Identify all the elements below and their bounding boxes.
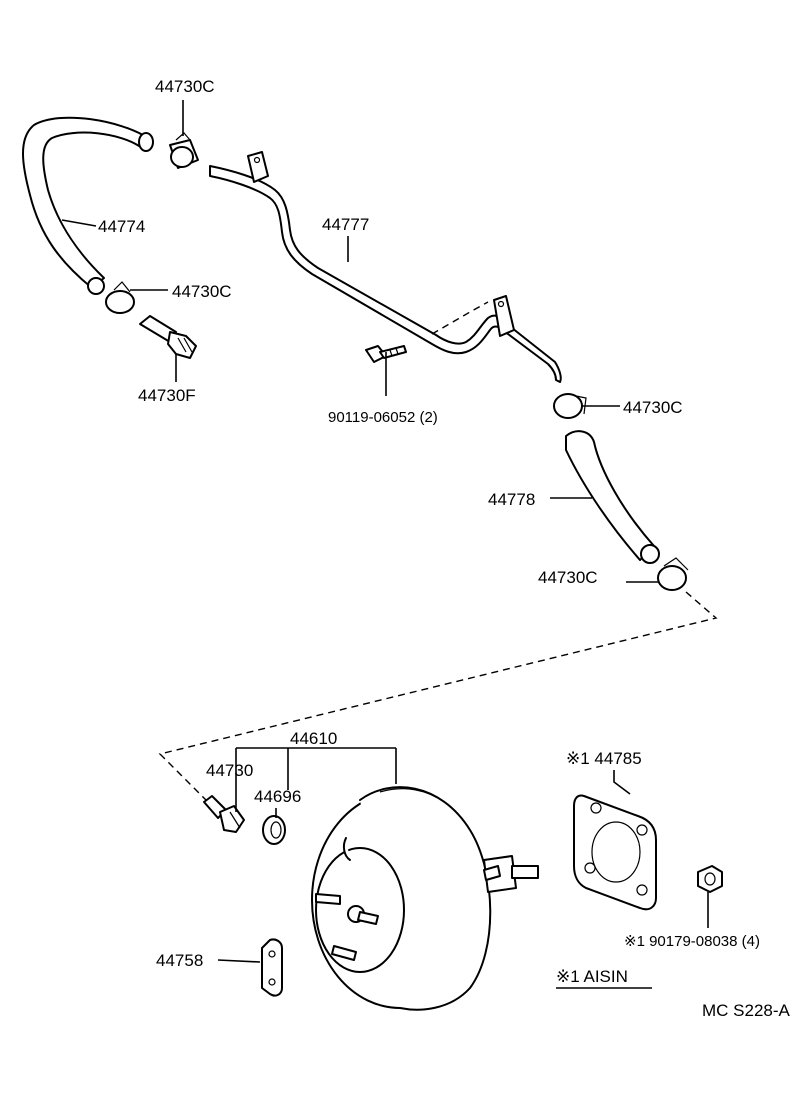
hose-clamp-right-lower	[657, 557, 689, 591]
label-pipe: 44777	[322, 215, 369, 234]
note-aisin: ※1 AISIN	[556, 967, 628, 986]
label-booster-assy: 44610	[290, 729, 337, 748]
label-check-valve: 44730	[206, 761, 253, 780]
label-bracket: 44758	[156, 951, 203, 970]
grommet	[262, 815, 286, 845]
check-valve	[203, 795, 245, 833]
nut	[697, 865, 723, 893]
label-clamp-right-upper: 44730C	[623, 398, 683, 417]
label-clamp-left-lower: 44730C	[172, 282, 232, 301]
leader-lines	[61, 100, 718, 989]
brake-booster	[311, 786, 539, 1011]
gasket	[573, 794, 657, 911]
vacuum-pipe	[209, 151, 562, 383]
label-nut: ※1 90179-08038 (4)	[624, 933, 760, 950]
vacuum-hose-right	[565, 430, 660, 564]
union-fitting	[139, 315, 197, 359]
hose-clamp-top	[169, 132, 199, 169]
drawing-code: MC S228-A	[702, 1001, 791, 1020]
vacuum-hose-left	[22, 116, 154, 295]
label-grommet: 44696	[254, 787, 301, 806]
label-bolt: 90119-06052 (2)	[328, 409, 438, 426]
label-hose-right: 44778	[488, 490, 535, 509]
label-gasket: ※1 44785	[566, 749, 642, 768]
hose-clamp-left-lower	[105, 281, 135, 314]
label-hose-left: 44774	[98, 217, 145, 236]
hose-clamp-right-upper	[553, 393, 587, 419]
label-clamp-top: 44730C	[155, 77, 215, 96]
bracket	[261, 938, 283, 997]
label-union: 44730F	[138, 386, 196, 405]
label-clamp-right-lower: 44730C	[538, 568, 598, 587]
